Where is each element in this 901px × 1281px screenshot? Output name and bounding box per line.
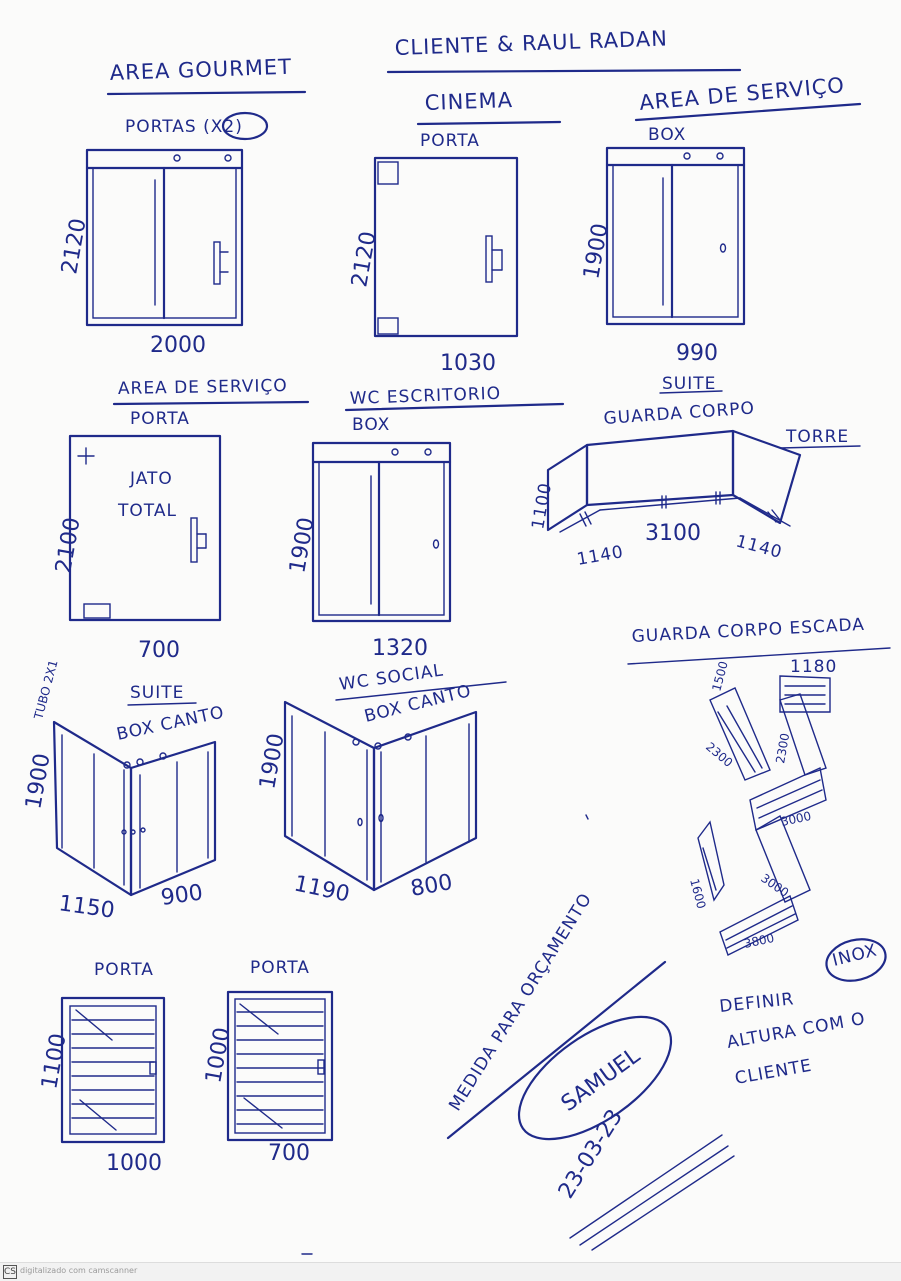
porta-1-width: 1000	[106, 1151, 162, 1176]
porta-1-item: PORTA 1100 1000	[37, 960, 166, 1176]
area-servico-box-title: AREA DE SERVIÇO	[638, 73, 845, 115]
scanner-logo-icon: CS	[3, 1265, 17, 1279]
area-gourmet-title: AREA GOURMET	[109, 55, 292, 85]
porta-2-height: 1000	[201, 1026, 235, 1085]
porta-2-title: PORTA	[250, 958, 310, 978]
escada-dim-4: 2300	[773, 732, 792, 765]
area-gourmet-subtitle: PORTAS (X2)	[125, 117, 243, 137]
inox-label: INOX	[830, 940, 879, 970]
wc-social-item: WC SOCIAL BOX CANTO 1900 1190 800	[255, 660, 507, 908]
area-gourmet-width: 2000	[150, 333, 206, 358]
area-servico-porta-width: 700	[138, 638, 180, 663]
definir-line-3: CLIENTE	[733, 1056, 813, 1089]
scanner-footer-text: digitalizado com camscanner	[20, 1266, 138, 1275]
suite-box-canto-width-left: 1150	[57, 891, 116, 924]
suite-box-canto-tube: TUBO 2X1	[31, 658, 61, 721]
cinema-drawing	[373, 156, 519, 338]
porta-1-height: 1100	[37, 1032, 71, 1091]
suite-box-canto-item: TUBO 2X1 SUITE BOX CANTO 1900 1150 900	[21, 658, 226, 923]
area-servico-box-width: 990	[676, 341, 718, 366]
client-header: CLIENTE & RAUL RADAN	[394, 26, 668, 60]
wc-social-drawing	[283, 700, 478, 892]
scanner-footer: CS digitalizado com camscanner	[0, 1262, 901, 1281]
definir-line-2: ALTURA COM O	[725, 1009, 867, 1053]
wc-social-width-left: 1190	[292, 871, 352, 907]
wc-escritorio-height: 1900	[285, 516, 319, 575]
area-servico-box-drawing	[605, 146, 746, 326]
date-text: 23-03-23	[554, 1105, 628, 1203]
escada-dim-3: 2300	[703, 740, 735, 770]
porta-2-drawing	[226, 990, 334, 1142]
porta-1-drawing	[60, 996, 166, 1144]
escada-title: GUARDA CORPO ESCADA	[631, 615, 865, 647]
suite-guarda-corpo-note: TORRE	[785, 427, 849, 447]
area-servico-porta-subtitle: PORTA	[130, 409, 190, 429]
wc-escritorio-drawing	[311, 441, 452, 623]
suite-guarda-corpo-width-mid: 3100	[645, 521, 701, 546]
wc-escritorio-width: 1320	[372, 636, 428, 661]
area-servico-porta-height: 2100	[51, 516, 85, 575]
cinema-height: 2120	[347, 230, 381, 289]
area-servico-box-item: AREA DE SERVIÇO BOX 1900 990	[579, 73, 862, 366]
suite-box-canto-height: 1900	[21, 752, 55, 811]
cinema-title: CINEMA	[424, 88, 513, 115]
wc-social-width-right: 800	[409, 870, 455, 902]
signature: SAMUEL	[557, 1043, 646, 1117]
suite-guarda-corpo-item: SUITE GUARDA CORPO TORRE 1100 1140 3100 …	[528, 374, 861, 570]
escada-dim-7: 1600	[687, 877, 708, 910]
area-servico-porta-note-2: TOTAL	[117, 501, 177, 521]
porta-1-title: PORTA	[94, 960, 154, 980]
wc-escritorio-item: WC ESCRITORIO BOX 1900 1320	[285, 384, 565, 661]
area-servico-porta-title: AREA DE SERVIÇO	[118, 376, 288, 399]
porta-2-item: PORTA 1000 700	[201, 958, 334, 1166]
suite-box-canto-width-right: 900	[159, 880, 204, 911]
medida-text: MEDIDA PARA ORÇAMENTO	[445, 889, 596, 1114]
suite-guarda-corpo-height: 1100	[528, 481, 556, 531]
wc-escritorio-subtitle: BOX	[352, 415, 390, 435]
escada-dim-8: 3800	[743, 931, 776, 951]
suite-guarda-corpo-subtitle: GUARDA CORPO	[603, 398, 756, 429]
suite-box-canto-subtitle: BOX CANTO	[115, 703, 226, 745]
porta-2-width: 700	[268, 1141, 310, 1166]
area-gourmet-drawing	[85, 148, 244, 327]
area-servico-porta-note-1: JATO	[129, 469, 173, 489]
suite-guarda-corpo-drawing	[546, 429, 802, 533]
suite-box-canto-drawing	[52, 720, 217, 897]
suite-guarda-corpo-width-left: 1140	[575, 542, 625, 570]
area-gourmet-item: AREA GOURMET PORTAS (X2) 2120 2000	[57, 55, 307, 358]
area-servico-porta-drawing: JATO TOTAL	[68, 434, 222, 622]
suite-box-canto-title: SUITE	[130, 683, 184, 703]
wc-escritorio-title: WC ESCRITORIO	[349, 384, 501, 409]
definir-line-1: DEFINIR	[718, 989, 795, 1017]
cinema-subtitle: PORTA	[420, 131, 480, 151]
escada-dim-2: 1180	[790, 657, 837, 677]
suite-guarda-corpo-title: SUITE	[662, 374, 716, 394]
cinema-item: CINEMA PORTA 2120 1030	[347, 88, 562, 376]
area-servico-box-subtitle: BOX	[648, 125, 686, 145]
escada-item: GUARDA CORPO ESCADA 1500 1180 2300 2300 …	[627, 615, 891, 956]
escada-drawing	[697, 675, 831, 956]
escada-dim-1: 1500	[709, 660, 730, 693]
suite-guarda-corpo-width-right: 1140	[734, 532, 785, 564]
area-servico-porta-item: AREA DE SERVIÇO PORTA JATO TOTAL 2100 70…	[51, 376, 310, 663]
cinema-width: 1030	[440, 351, 496, 376]
area-servico-box-height: 1900	[579, 222, 613, 281]
escada-dim-5: 3000	[780, 809, 813, 829]
